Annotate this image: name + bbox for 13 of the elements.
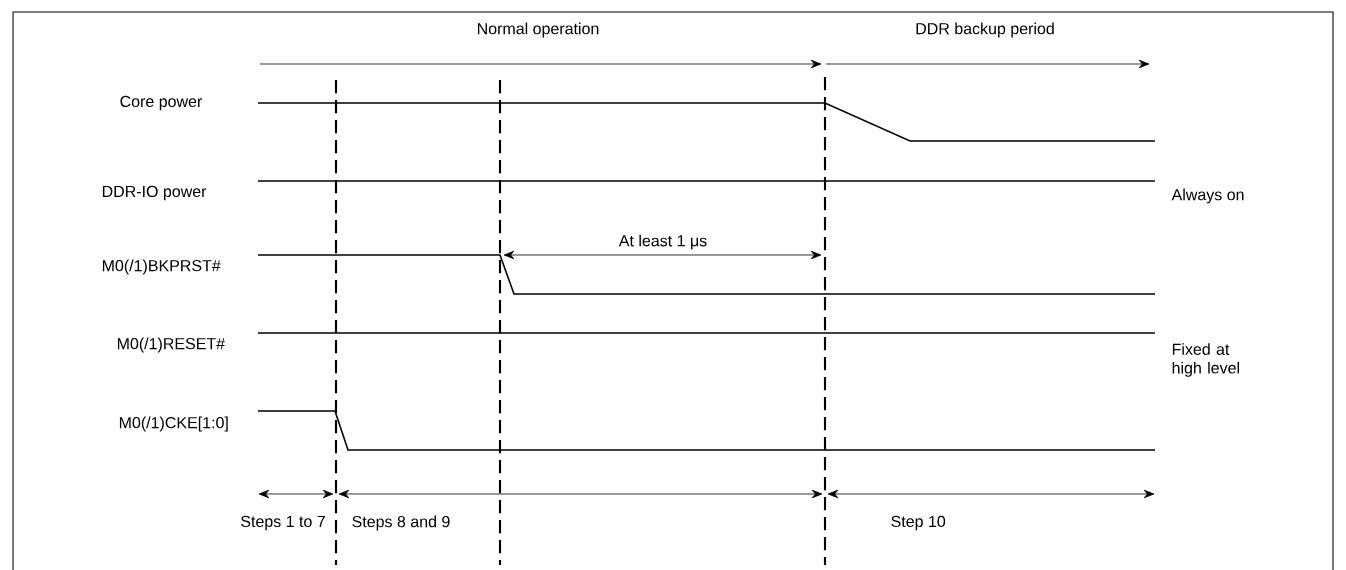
step-label: Step 10 (891, 515, 946, 531)
time-label: At least 1 μs (618, 234, 707, 250)
step-label: Steps 8 and 9 (352, 515, 450, 531)
state-note: Fixed at high level (1172, 343, 1239, 377)
step-label: Steps 1 to 7 (241, 515, 325, 531)
signal-name: M0(/1)CKE[1:0] (119, 416, 228, 432)
signal-name: DDR-IO power (102, 185, 207, 201)
signal-name: M0(/1)RESET# (117, 337, 225, 353)
phase-label: Normal operation (477, 22, 599, 38)
phase-label: DDR backup period (916, 22, 1054, 38)
signal-name: Core power (120, 95, 202, 111)
signal-name: M0(/1)BKPRST# (102, 259, 221, 275)
state-note: Always on (1171, 188, 1244, 204)
